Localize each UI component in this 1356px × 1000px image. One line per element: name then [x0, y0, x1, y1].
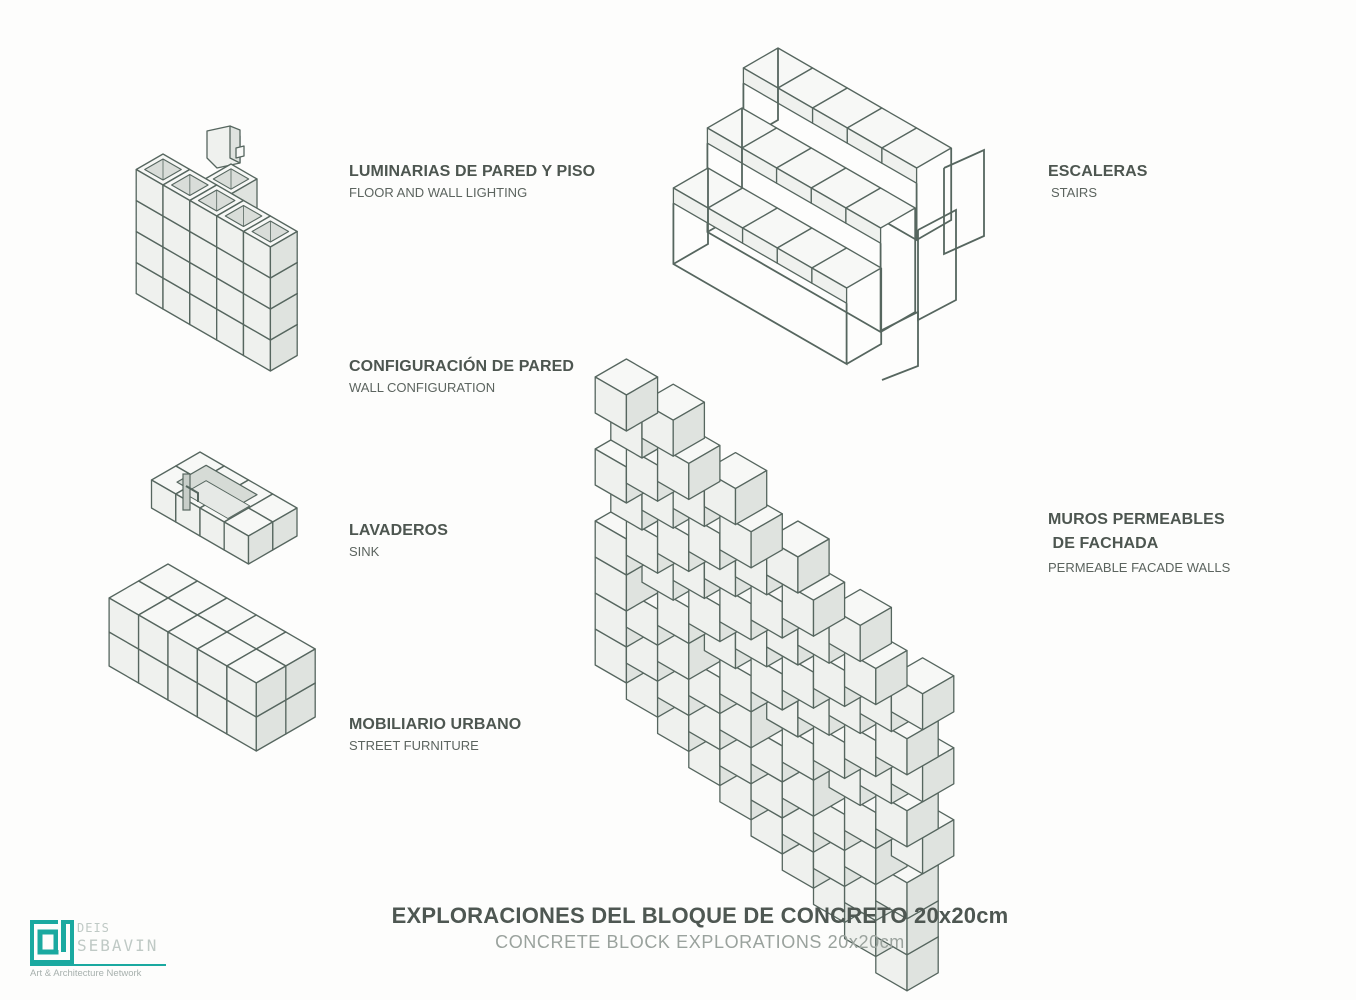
wall-light-tab: [235, 145, 245, 159]
facade-block-63-side: [859, 606, 893, 663]
wall-block-4-0-3-side: [269, 230, 298, 279]
facade-block-78-side: [672, 401, 706, 457]
wall-configuration-drawing: [135, 153, 298, 372]
permeable-facade-drawing: [594, 358, 955, 992]
label-facade-en: PERMEABLE FACADE WALLS: [1048, 560, 1231, 575]
label-furniture-en: STREET FURNITURE: [349, 738, 479, 753]
stair-top-frame-side: [916, 148, 953, 241]
label-sink-es: LAVADEROS: [349, 522, 448, 539]
facade-block-67-side: [812, 581, 846, 637]
facade-block-24-side: [906, 792, 939, 848]
label-furniture: MOBILIARIO URBANO STREET FURNITURE: [349, 713, 521, 753]
facade-block-8-side: [906, 864, 939, 920]
label-facade: MUROS PERMEABLES DE FACHADA PERMEABLE FA…: [1048, 508, 1230, 575]
facade-block-70-side: [797, 538, 830, 594]
stair-low-frame-back: [672, 168, 709, 265]
faucet-spout: [185, 485, 199, 502]
stairs-drawing: [672, 47, 985, 381]
label-stairs: ESCALERAS STAIRS: [1048, 160, 1148, 200]
stair-low-frame-side: [846, 268, 883, 365]
label-stairs-en: STAIRS: [1051, 185, 1097, 200]
label-facade-es-2: DE FACHADA: [1048, 535, 1159, 552]
sink-block-3-1-0-side: [247, 521, 274, 565]
bench-block-4-1-1-side: [255, 665, 287, 718]
facade-block-59-side: [875, 649, 908, 706]
publisher-logo: DEIS SEBAVIN Art & Architecture Network: [30, 920, 170, 982]
label-wall: CONFIGURACIÓN DE PARED WALL CONFIGURATIO…: [349, 355, 574, 395]
stair-mid-frame-side: [880, 208, 917, 333]
label-lighting: LUMINARIAS DE PARED Y PISO FLOOR AND WAL…: [349, 160, 595, 200]
page-title: EXPLORACIONES DEL BLOQUE DE CONCRETO 20x…: [391, 903, 1009, 928]
label-lighting-en: FLOOR AND WALL LIGHTING: [349, 185, 528, 200]
logo-underline: [30, 964, 166, 966]
facade-block-75-side: [734, 469, 768, 526]
logo-word-1: DEIS: [77, 921, 110, 935]
stair-low-frame-front: [672, 203, 848, 366]
label-facade-es-1: MUROS PERMEABLES: [1048, 511, 1225, 528]
stair-side-frame-2: [917, 208, 957, 322]
label-stairs-es: ESCALERAS: [1048, 163, 1148, 180]
facade-block-79-side: [625, 376, 659, 432]
title-block: EXPLORACIONES DEL BLOQUE DE CONCRETO 20x…: [0, 903, 1356, 953]
stair-side-frame-3: [881, 310, 919, 381]
facade-block-73-side: [750, 513, 783, 569]
sink-drawing: [150, 451, 298, 565]
label-sink: LAVADEROS SINK: [349, 519, 448, 559]
label-furniture-es: MOBILIARIO URBANO: [349, 716, 522, 733]
logo-mark-icon: [30, 920, 74, 964]
label-sink-en: SINK: [349, 544, 380, 559]
logo-tagline: Art & Architecture Network: [30, 968, 142, 979]
stair-side-frame-1: [943, 148, 985, 256]
facade-block-54-side: [921, 675, 955, 731]
facade-block-44-side: [906, 720, 939, 776]
faucet-post: [182, 473, 191, 511]
page-subtitle: CONCRETE BLOCK EXPLORATIONS 20x20cm: [495, 932, 905, 952]
street-furniture-drawing: [108, 563, 316, 752]
logo-word-2: SEBAVIN: [77, 936, 159, 955]
label-wall-en: WALL CONFIGURATION: [349, 380, 496, 395]
facade-block-77-side: [688, 444, 721, 501]
label-lighting-es: LUMINARIAS DE PARED Y PISO: [349, 163, 596, 180]
label-wall-es: CONFIGURACIÓN DE PARED: [349, 358, 575, 375]
